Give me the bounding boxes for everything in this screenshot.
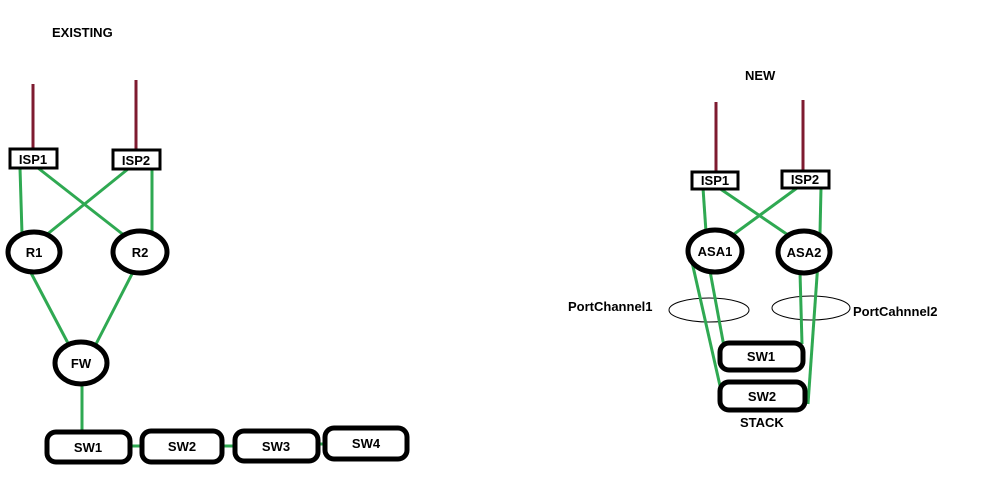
existing-sw3-label: SW3 <box>262 439 290 454</box>
existing-isp1-node <box>8 147 59 170</box>
new-sw2-node <box>717 379 808 413</box>
new-link-isp1-asa2 <box>718 186 792 239</box>
existing-r1-label: R1 <box>26 245 43 260</box>
existing-isp2-label: ISP2 <box>122 153 150 168</box>
new-asa1-label: ASA1 <box>698 244 733 259</box>
new-isp1-node <box>690 170 740 191</box>
existing-fw-label: FW <box>71 356 92 371</box>
new-link-isp2-asa1 <box>729 186 798 239</box>
new-link-asa2-sw2 <box>806 261 820 405</box>
new-link-asa1-sw2 <box>690 261 725 400</box>
new-asa2-label: ASA2 <box>787 245 822 260</box>
existing-link-r2-fw <box>93 271 135 347</box>
existing-r2-node <box>110 228 170 276</box>
existing-sw2-node <box>139 428 225 465</box>
existing-link-r1-fw <box>28 270 72 348</box>
new-link-asa2-sw1 <box>798 271 804 345</box>
new-sw1-label: SW1 <box>747 349 775 364</box>
existing-r1-node <box>5 229 63 275</box>
portchannel1-ellipse <box>668 297 750 323</box>
new-isp2-label: ISP2 <box>791 172 819 187</box>
new-sw1-node <box>717 340 806 373</box>
new-link-asa1-sw1 <box>708 270 727 353</box>
existing-sw4-label: SW4 <box>352 436 381 451</box>
new-title: NEW <box>745 68 776 83</box>
existing-sw1-label: SW1 <box>74 440 102 455</box>
stack-label: STACK <box>740 415 784 430</box>
existing-title: EXISTING <box>52 25 113 40</box>
new-asa1-node <box>685 227 745 275</box>
portchannel2-ellipse <box>771 295 851 321</box>
new-link-isp2-asa2 <box>818 187 823 234</box>
existing-link-isp1-r2 <box>37 166 126 238</box>
portchannel2-label: PortCahnnel2 <box>853 304 938 319</box>
portchannel1-label: PortChannel1 <box>568 299 653 314</box>
existing-isp2-node <box>111 148 162 171</box>
existing-sw2-label: SW2 <box>168 439 196 454</box>
new-isp2-node <box>780 169 831 190</box>
existing-isp1-label: ISP1 <box>19 152 47 167</box>
existing-fw-node <box>52 339 110 387</box>
existing-link-isp2-r1 <box>44 167 129 238</box>
existing-sw4-node <box>322 425 410 462</box>
existing-link-isp1-r1 <box>18 167 24 235</box>
new-asa2-node <box>775 228 833 276</box>
new-isp1-label: ISP1 <box>701 173 729 188</box>
existing-r2-label: R2 <box>132 245 149 260</box>
new-link-isp1-asa1 <box>701 187 708 233</box>
existing-sw3-node <box>232 428 321 464</box>
new-sw2-label: SW2 <box>748 389 776 404</box>
existing-sw1-node <box>44 429 133 465</box>
